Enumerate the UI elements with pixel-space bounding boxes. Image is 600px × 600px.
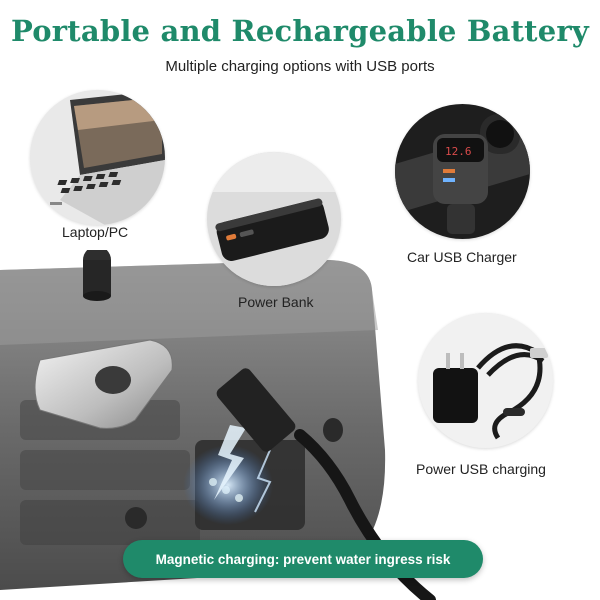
battery-device-icon — [0, 250, 436, 600]
laptop-icon — [30, 90, 165, 225]
battery-device-illustration — [0, 250, 600, 600]
car-charger-option-image: 12.6 — [395, 104, 530, 239]
usb-adapter-option-image — [418, 313, 553, 448]
page-subtitle: Multiple charging options with USB ports — [165, 58, 435, 75]
svg-text:12.6: 12.6 — [445, 145, 472, 158]
usb-adapter-icon — [418, 313, 553, 448]
option-label-power-bank: Power Bank — [238, 294, 314, 310]
option-label-car-charger: Car USB Charger — [407, 249, 517, 265]
power-bank-option-image — [207, 152, 341, 286]
car-charger-icon: 12.6 — [395, 104, 530, 239]
option-label-laptop: Laptop/PC — [62, 224, 129, 240]
laptop-option-image — [30, 90, 165, 225]
magnetic-charging-banner: Magnetic charging: prevent water ingress… — [123, 540, 483, 578]
power-bank-icon — [207, 152, 341, 286]
option-label-usb-adapter: Power USB charging — [416, 461, 546, 477]
page-title: Portable and Rechargeable Battery — [11, 14, 589, 48]
